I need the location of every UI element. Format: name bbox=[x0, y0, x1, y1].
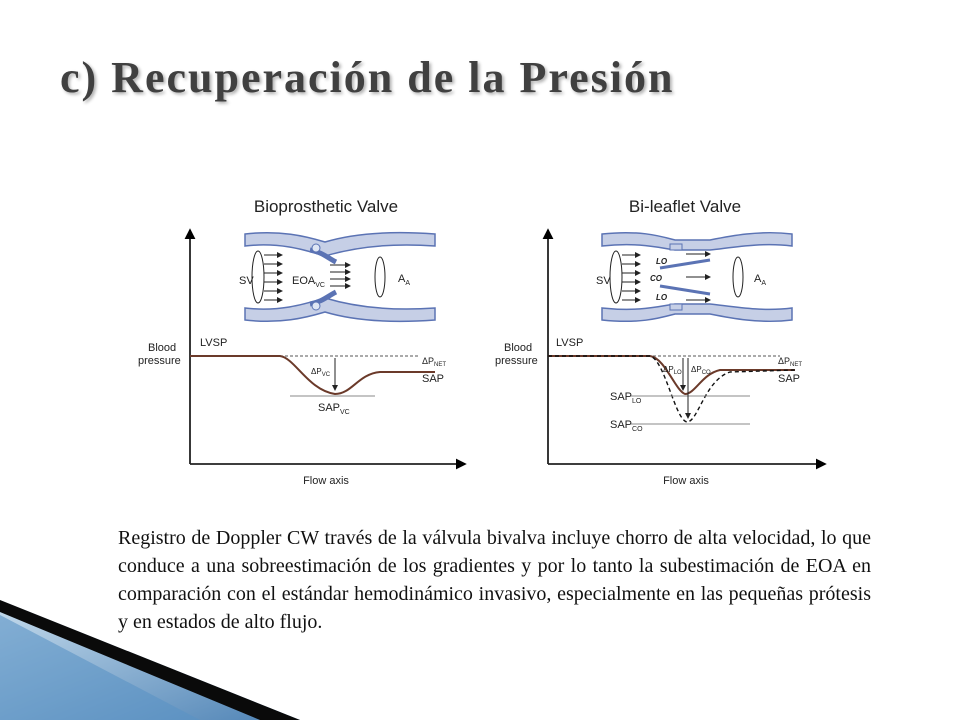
bioprosthetic-vessel-drawing bbox=[244, 228, 436, 326]
right-dp-net-label: ΔPNET bbox=[778, 356, 802, 368]
left-dp-net-label: ΔPNET bbox=[422, 356, 446, 368]
right-lo-bottom-label: LO bbox=[656, 293, 668, 302]
left-sv-label: SV bbox=[239, 275, 254, 287]
left-aa-label: AA bbox=[398, 273, 410, 287]
right-x-label: Flow axis bbox=[663, 475, 709, 487]
right-dp-co-label: ΔPCO bbox=[691, 365, 711, 376]
right-sap-lo-label: SAPLO bbox=[610, 391, 642, 405]
right-aa-label: AA bbox=[754, 273, 766, 287]
right-sap-co-label: SAPCO bbox=[610, 419, 643, 433]
bileaflet-vessel-drawing bbox=[601, 228, 793, 326]
right-y-label-2: pressure bbox=[495, 355, 538, 367]
right-sv-label: SV bbox=[596, 275, 611, 287]
right-lvsp-label: LVSP bbox=[556, 337, 583, 349]
left-y-label-2: pressure bbox=[138, 355, 181, 367]
left-pressure-curve bbox=[190, 355, 435, 396]
left-dp-vc-label: ΔPVC bbox=[311, 367, 331, 378]
left-panel: Bioprosthetic Valve SV EOAVC AA bbox=[138, 197, 467, 487]
slide-caption: Registro de Doppler CW través de la válv… bbox=[118, 527, 871, 633]
right-pressure-curve-solid bbox=[548, 355, 795, 396]
left-x-label: Flow axis bbox=[303, 475, 349, 487]
right-panel-title: Bi-leaflet Valve bbox=[629, 197, 741, 216]
left-lvsp-label: LVSP bbox=[200, 337, 227, 349]
right-co-label: CO bbox=[650, 274, 663, 283]
right-sap-label: SAP bbox=[778, 373, 800, 385]
left-panel-title: Bioprosthetic Valve bbox=[254, 197, 398, 216]
left-sap-vc-label: SAPVC bbox=[318, 402, 350, 416]
left-eoa-label: EOAVC bbox=[292, 275, 325, 289]
right-lo-top-label: LO bbox=[656, 257, 668, 266]
right-panel: Bi-leaflet Valve SV LO CO LO AA bbox=[495, 197, 827, 487]
right-pressure-curve-dashed bbox=[548, 355, 796, 423]
left-y-label-1: Blood bbox=[148, 342, 176, 354]
right-dp-lo-label: ΔPLO bbox=[663, 365, 682, 376]
slide-title: c) Recuperación de la Presión bbox=[60, 53, 675, 102]
left-sap-label: SAP bbox=[422, 373, 444, 385]
valve-diagram-figure: Bioprosthetic Valve SV EOAVC AA bbox=[130, 180, 850, 500]
right-y-label-1: Blood bbox=[504, 342, 532, 354]
